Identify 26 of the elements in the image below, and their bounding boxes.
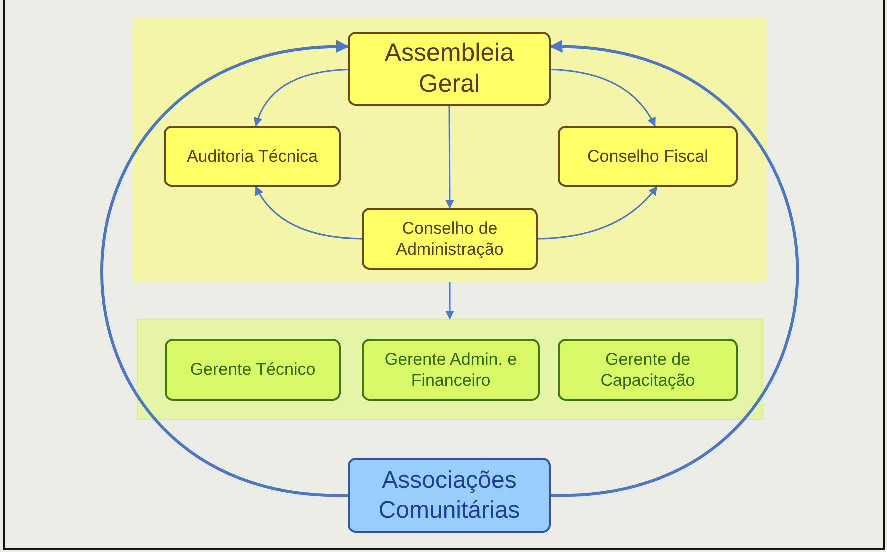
arrow (550, 42, 799, 497)
arrow (254, 69, 348, 127)
process-box (348, 458, 551, 533)
node-label: Auditoria Técnica (186, 146, 318, 168)
arrow (100, 42, 350, 497)
node-label: Associações Comunitárias (378, 466, 522, 526)
node-label: Conselho Fiscal (588, 146, 708, 168)
node-label: Gerente de Capacitação (600, 348, 696, 392)
process-box (164, 126, 341, 187)
node-label: Conselho de Administração (395, 218, 505, 260)
arrow (446, 282, 454, 320)
process-box (165, 339, 341, 401)
panel-background (133, 18, 767, 282)
arrow (255, 186, 362, 240)
process-box (558, 126, 738, 187)
arrow (550, 69, 656, 127)
node-label: Gerente Técnico (190, 359, 316, 381)
node-label: Assembleia Geral (384, 38, 516, 100)
process-box (348, 32, 551, 106)
process-box (362, 208, 538, 270)
panel-background (137, 319, 763, 420)
arrow (445, 106, 454, 209)
arrow (538, 186, 658, 240)
process-box (558, 339, 738, 401)
node-label: Gerente Admin. e Financeiro (384, 348, 518, 392)
process-box (362, 339, 540, 401)
